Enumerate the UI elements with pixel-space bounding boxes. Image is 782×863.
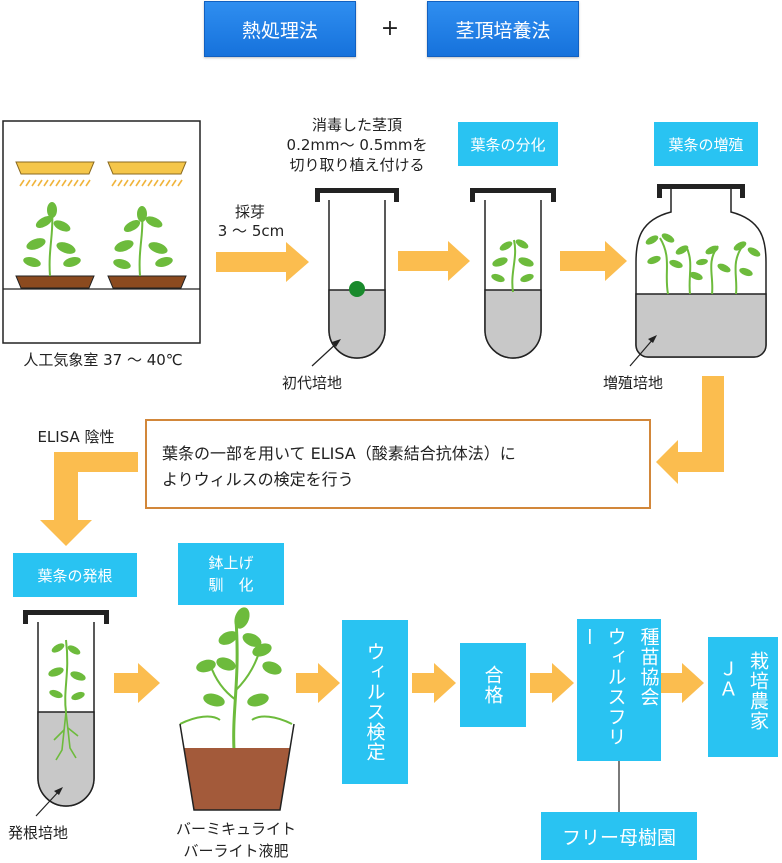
- virus-test-box: ウィルス検定: [342, 620, 408, 784]
- shoot-tip-culture-button: 茎頂培養法: [427, 1, 579, 57]
- tube-differentiation: [470, 188, 556, 359]
- plus-sign: +: [380, 16, 400, 41]
- shoot-tip-caption-3: 切り取り植え付ける: [289, 156, 425, 174]
- substrate-label-1: バーミキュライト: [175, 820, 296, 838]
- tag-potting-acclimation: 鉢上げ 馴 化: [178, 543, 284, 605]
- rooting-medium-label: 発根培地: [7, 824, 68, 842]
- arrow-to-virus-test: [296, 663, 340, 703]
- arrow-to-tube1: [216, 242, 309, 282]
- tag-rooting: 葉条の発根: [13, 553, 137, 597]
- arrow-to-pass: [412, 663, 456, 703]
- arrow-to-tube2: [398, 241, 470, 281]
- proliferation-medium-label: 増殖培地: [602, 374, 663, 392]
- harvest-label-line1: 採芽: [234, 203, 265, 221]
- tag-shoot-proliferation: 葉条の増殖: [654, 122, 758, 166]
- arrow-to-association: [530, 663, 574, 703]
- heat-treatment-label: 熱処理法: [241, 19, 318, 42]
- elisa-box-line2: よりウィルスの検定を行う: [162, 470, 354, 489]
- tag-shoot-differentiation: 葉条の分化: [458, 122, 558, 166]
- shoot-tip-caption-2: 0.2mm～ 0.5mmを: [286, 136, 428, 154]
- initial-medium-label: 初代培地: [281, 374, 342, 392]
- shoot-tip-caption-1: 消毒した茎頂: [311, 116, 402, 134]
- arrow-to-pot: [114, 663, 160, 703]
- arrow-to-farmers: [660, 663, 704, 703]
- shoot-tip-culture-label: 茎頂培養法: [455, 19, 551, 42]
- ja-farmers-box: ＪＡ 栽培農家: [708, 637, 778, 757]
- tube-initial: [311, 188, 399, 367]
- shoot-tip: [349, 281, 365, 297]
- mother-orchard-box: フリー母樹園: [541, 812, 697, 860]
- pass-box: 合格: [460, 643, 526, 727]
- potted-plant: [179, 607, 295, 811]
- elisa-negative-label: ELISA 陰性: [37, 428, 115, 446]
- chamber-label: 人工気象室 37 ～ 40℃: [23, 351, 183, 369]
- harvest-label-line2: 3 ～ 5cm: [217, 222, 285, 240]
- substrate-label-2: バーライト液肥: [183, 842, 289, 860]
- proliferation-jar: [629, 184, 767, 367]
- arrow-elisa-to-rooting: [40, 452, 138, 546]
- growth-chamber: [2, 120, 201, 344]
- heat-treatment-button: 熱処理法: [204, 1, 356, 57]
- virus-free-association-box: ウィルスフリー 種苗協会: [577, 619, 661, 761]
- arrow-jar-to-elisa: [656, 376, 724, 484]
- arrow-to-jar: [560, 241, 627, 281]
- elisa-box-line1: 葉条の一部を用いて ELISA（酸素結合抗体法）に: [162, 444, 516, 463]
- tube-rooting: [23, 610, 109, 817]
- elisa-box: [145, 419, 651, 509]
